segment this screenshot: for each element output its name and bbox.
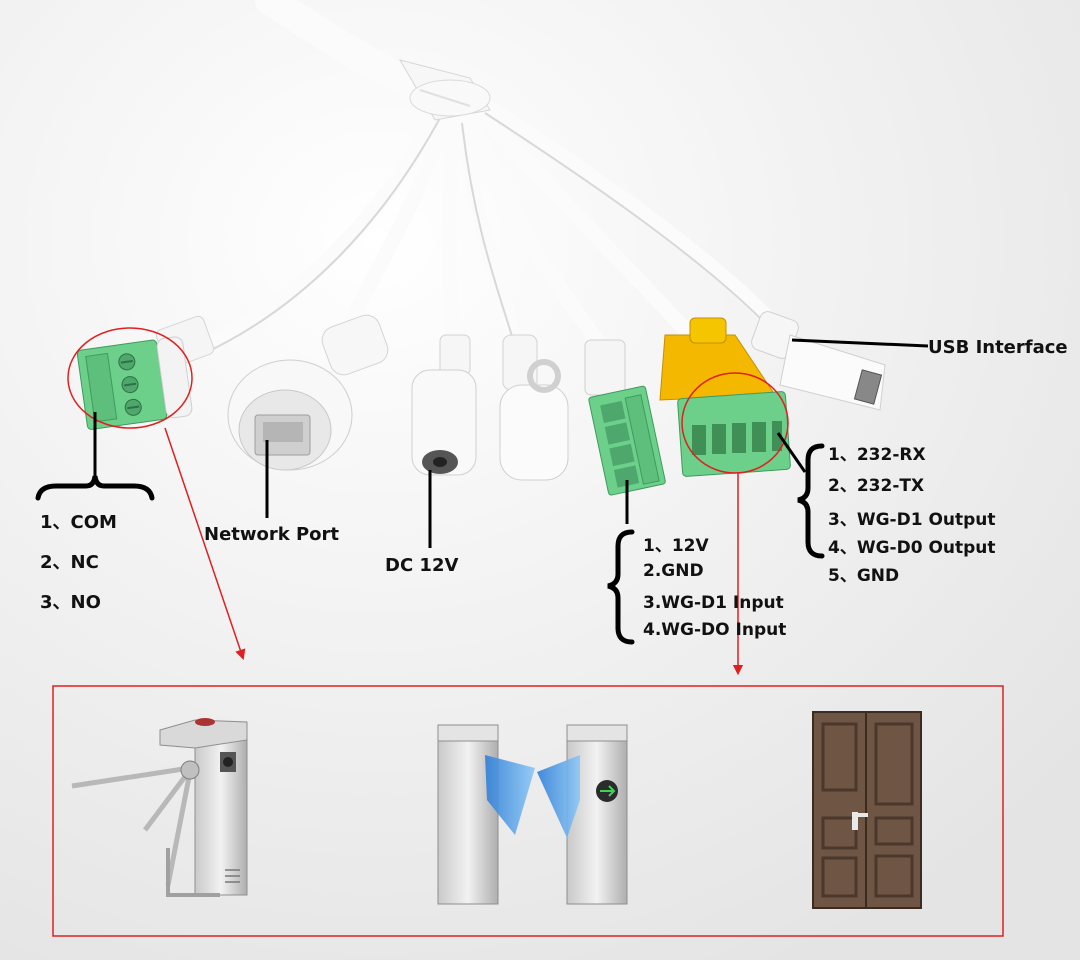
dc-power-jack [411, 334, 477, 476]
rs232-brace [797, 443, 825, 559]
relay-pin-1: 1、COM [40, 512, 117, 533]
cable-splitter [398, 59, 491, 121]
usb-connector [751, 311, 886, 411]
wiegand-input-brace [607, 529, 635, 645]
relay-brace [35, 475, 155, 501]
tripod-turnstile-image [71, 718, 248, 897]
wiegand-input-terminal [584, 339, 666, 496]
devices-frame [52, 685, 1004, 937]
relay-pin-3: 3、NO [40, 592, 101, 613]
usb-interface-label: USB Interface [928, 337, 1068, 358]
leader-lines [93, 338, 929, 548]
rs232-pin-2: 2、232-TX [828, 476, 925, 496]
flap-barrier-image [437, 724, 628, 905]
wiegand-input-pin-1: 1、12V [643, 536, 709, 556]
rs232-pin-3: 3、WG-D1 Output [828, 510, 996, 530]
dc-12v-label: DC 12V [385, 555, 459, 576]
rs232-adapter [659, 317, 791, 477]
rs232-pin-5: 5、GND [828, 566, 900, 586]
braces [35, 443, 825, 645]
relay-pin-2: 2、NC [40, 552, 99, 573]
rs232-pin-1: 1、232-RX [828, 445, 926, 465]
network-port-label: Network Port [204, 524, 340, 545]
relay-highlight-circle [67, 327, 193, 429]
annotations [52, 327, 1004, 937]
wiegand-input-pin-3: 3.WG-D1 Input [643, 593, 784, 613]
network-port-connector [227, 314, 389, 471]
cable-bundle [197, 0, 773, 363]
rs232-highlight-circle [681, 372, 789, 474]
relay-terminal-block [76, 315, 215, 430]
relay-arrow [164, 427, 246, 660]
wiegand-input-pin-4: 4.WG-DO Input [643, 620, 787, 640]
rs232-pin-4: 4、WG-D0 Output [828, 538, 996, 558]
capped-connector [499, 334, 569, 481]
wiegand-input-pin-2: 2.GND [643, 561, 704, 581]
wooden-door-image [812, 711, 922, 909]
